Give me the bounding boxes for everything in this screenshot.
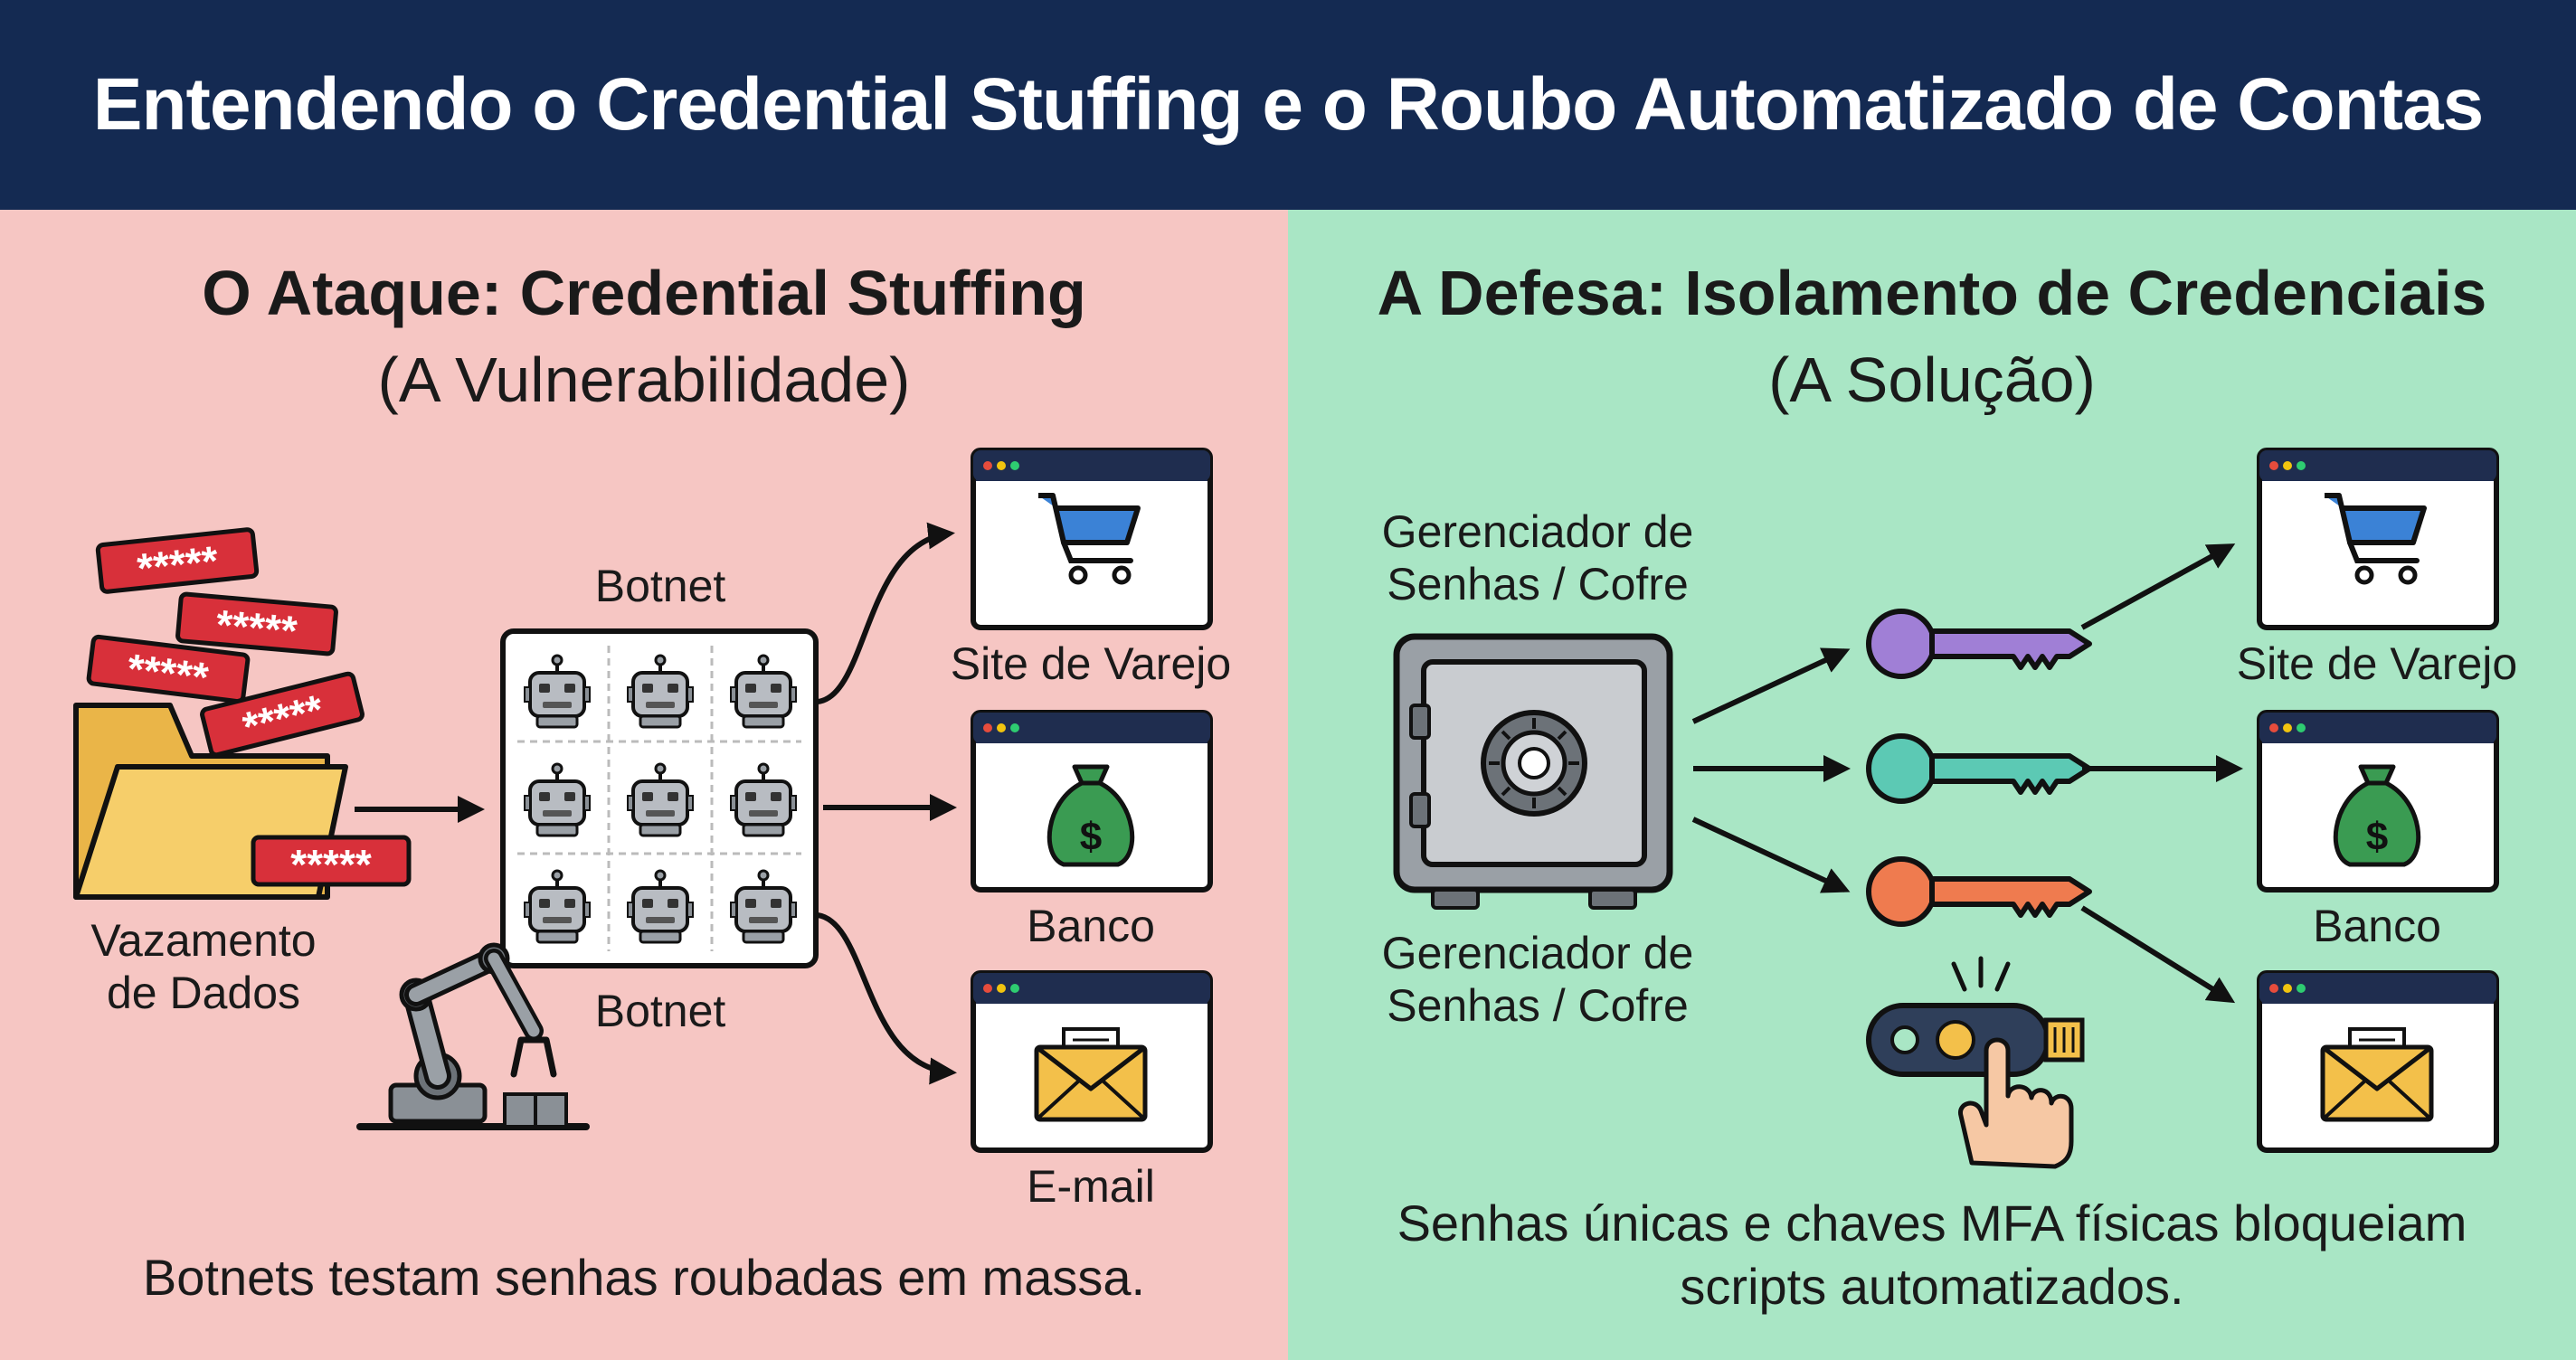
page-title: Entendendo o Credential Stuffing e o Rou…	[92, 63, 2484, 146]
leaked-password-badge-5: *****	[251, 835, 412, 888]
leaked-password-mask: *****	[135, 536, 221, 591]
arrow-key-to-retail	[2080, 543, 2236, 630]
defense-caption-line1: Senhas únicas e chaves MFA físicas bloqu…	[1397, 1195, 2467, 1251]
purple-key-icon	[1869, 611, 2089, 676]
email-site-label: E-mail	[1027, 1161, 1155, 1212]
arrow-vault-to-orange-key	[1691, 817, 1851, 893]
bank-site-label: Banco	[1027, 901, 1155, 951]
vault-label-bottom-line1: Gerenciador de	[1381, 928, 1694, 978]
teal-key-icon	[1869, 736, 2089, 801]
defense-subtitle: (A Solução)	[1768, 345, 2096, 415]
arrow-vault-to-purple-key	[1691, 647, 1851, 724]
leaked-password-mask: *****	[290, 841, 372, 888]
leaked-password-badge-2: *****	[175, 591, 338, 656]
header-bar: Entendendo o Credential Stuffing e o Rou…	[0, 0, 2576, 210]
defense-caption-line2: scripts automatizados.	[1680, 1258, 2184, 1315]
hardware-mfa-key-icon	[1866, 956, 2085, 1077]
data-leak-label: Vazamento de Dados	[54, 915, 353, 1019]
botnet-label-top: Botnet	[594, 561, 726, 611]
data-leak-label-line2: de Dados	[106, 967, 301, 1018]
password-vault-safe-icon	[1393, 633, 1673, 910]
vault-label-top: Gerenciador de Senhas / Cofre	[1348, 506, 1728, 610]
leaked-password-badge-3: *****	[86, 634, 251, 704]
vault-label-bottom: Gerenciador de Senhas / Cofre	[1348, 928, 1728, 1032]
bank-site-label: Banco	[2313, 901, 2441, 951]
retail-site-label: Site de Varejo	[950, 638, 1232, 689]
arrow-botnet-to-retail	[817, 522, 955, 704]
arrow-botnet-to-email	[817, 912, 957, 1085]
money-bag-symbol: $	[1080, 815, 1102, 859]
leaked-password-mask: *****	[214, 600, 299, 655]
attack-title: O Ataque: Credential Stuffing	[202, 258, 1086, 328]
vault-label-top-line2: Senhas / Cofre	[1387, 558, 1689, 609]
vault-label-bottom-line2: Senhas / Cofre	[1387, 979, 1689, 1031]
attack-subtitle: (A Vulnerabilidade)	[377, 345, 911, 415]
botnet-label-bottom: Botnet	[594, 986, 726, 1036]
data-leak-label-line1: Vazamento	[90, 915, 317, 966]
attack-caption: Botnets testam senhas roubadas em massa.	[142, 1249, 1146, 1306]
vault-label-top-line1: Gerenciador de	[1381, 506, 1694, 557]
retail-site-label: Site de Varejo	[2236, 638, 2518, 689]
money-bag-symbol: $	[2366, 815, 2388, 859]
leaked-password-mask: *****	[238, 685, 328, 751]
orange-key-icon	[1869, 859, 2089, 924]
leaked-password-mask: *****	[125, 645, 211, 702]
arrow-key-to-email	[2080, 905, 2236, 1004]
defense-title: A Defesa: Isolamento de Credenciais	[1377, 258, 2487, 328]
defense-caption: Senhas únicas e chaves MFA físicas bloqu…	[1306, 1192, 2558, 1318]
finger-touch-icon	[1958, 1037, 2074, 1169]
leaked-password-badge-1: *****	[95, 527, 260, 594]
robotic-arm-icon	[356, 942, 590, 1130]
